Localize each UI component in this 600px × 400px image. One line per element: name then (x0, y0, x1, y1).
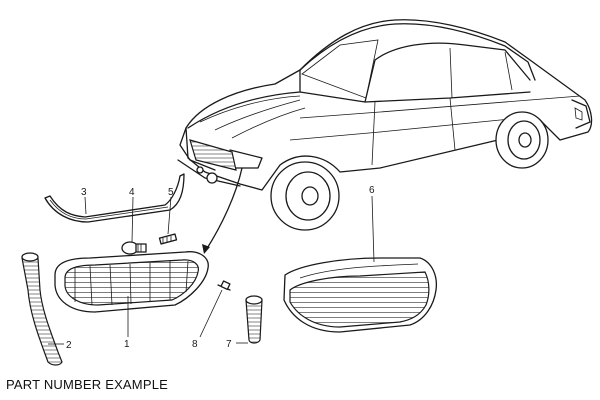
part-5-socket (158, 233, 178, 245)
callout-4: 4 (129, 187, 135, 198)
callout-1: 1 (124, 339, 130, 350)
part-1-grille-lens (54, 251, 209, 313)
callout-7: 7 (226, 339, 232, 350)
callout-3: 3 (81, 187, 87, 198)
part-6-bumper-cover (283, 257, 438, 333)
callout-numbers: 1 2 3 4 5 6 7 8 (66, 185, 375, 351)
callout-5: 5 (168, 187, 174, 198)
part-8-screw (217, 280, 231, 291)
callout-2: 2 (66, 340, 72, 351)
diagram-caption: PART NUMBER EXAMPLE (6, 377, 169, 392)
part-2-seal-strip (21, 252, 63, 366)
leader-lines (48, 195, 375, 345)
part-3-trim-strip (44, 173, 185, 223)
part-4-bulb (121, 241, 147, 255)
part-7-plug (245, 295, 263, 344)
callout-8: 8 (192, 339, 198, 350)
car-illustration (177, 19, 593, 254)
callout-6: 6 (369, 185, 375, 196)
